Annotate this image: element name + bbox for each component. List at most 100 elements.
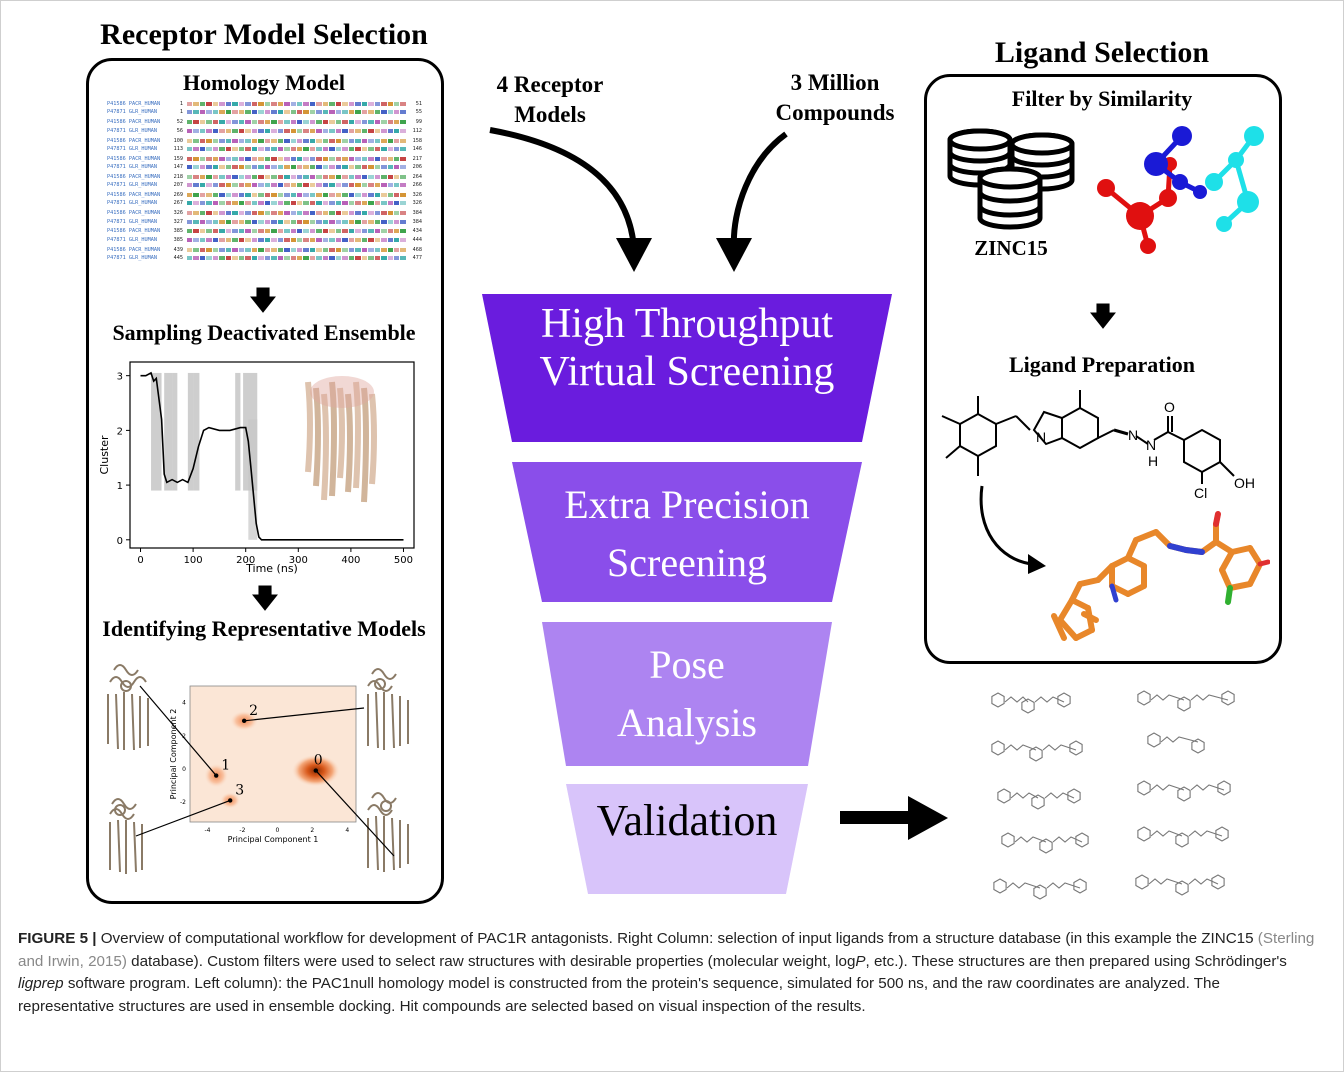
alignment-start: 113 xyxy=(173,145,183,152)
alignment-start: 218 xyxy=(173,173,183,180)
funnel-stage-validation xyxy=(566,784,808,894)
alignment-residues xyxy=(187,174,406,179)
ball-stick-molecule xyxy=(1144,126,1207,199)
ring xyxy=(1067,788,1081,804)
alignment-end: 384 xyxy=(412,218,422,225)
alignment-seq-id: P41586 PACR_HUMAN xyxy=(107,246,161,253)
alignment-residues xyxy=(187,110,406,115)
funnel-stage-pose xyxy=(542,622,832,766)
alignment-end: 384 xyxy=(412,210,422,217)
alignment-seq-id: P41586 PACR_HUMAN xyxy=(107,155,161,162)
x-tick-label: 500 xyxy=(394,555,413,566)
ring xyxy=(1033,884,1047,900)
molecule-atom xyxy=(1159,189,1177,207)
ring xyxy=(1137,780,1151,796)
cluster-variance-band xyxy=(172,372,178,491)
alignment-residues xyxy=(187,138,406,143)
hit-compound xyxy=(991,692,1071,714)
down-arrow-ligand: 🡇 xyxy=(1089,302,1117,332)
cluster-center-point xyxy=(227,798,233,803)
xp-line1: Extra Precision xyxy=(564,482,810,527)
stick-bond xyxy=(1051,613,1067,641)
receptor-arrow-head xyxy=(616,238,652,272)
y-tick-label: 3 xyxy=(117,372,123,383)
cluster-line xyxy=(140,371,404,541)
chain xyxy=(1190,784,1225,791)
y-tick-label: 2 xyxy=(117,426,123,437)
molecule-atom xyxy=(1228,152,1244,168)
ring xyxy=(993,878,1007,894)
alignment-end: 158 xyxy=(412,137,422,144)
hit-compound xyxy=(1137,780,1231,802)
ring xyxy=(1069,740,1083,756)
pca-y-tick-label: -2 xyxy=(180,799,186,806)
protein-cartoon xyxy=(305,376,377,503)
cluster-center-point xyxy=(313,768,319,773)
alignment-residues xyxy=(187,156,406,161)
y-tick-label: 0 xyxy=(117,536,123,547)
ring xyxy=(1021,698,1035,714)
structure-connector xyxy=(315,770,395,857)
chain xyxy=(1148,878,1183,885)
sampling-title: Sampling Deactivated Ensemble xyxy=(112,320,416,345)
alignment-start: 326 xyxy=(173,210,183,217)
oxygen-bond xyxy=(1213,511,1221,527)
alignment-start: 100 xyxy=(173,137,183,144)
alignment-start: 159 xyxy=(173,155,183,162)
hit-compound xyxy=(1137,826,1229,848)
pca-y-axis-label: Principal Component 2 xyxy=(169,709,178,800)
alignment-start: 1 xyxy=(179,109,183,116)
ring xyxy=(1137,690,1151,706)
atom-o: O xyxy=(1164,399,1175,415)
hit-compound xyxy=(991,740,1083,762)
molecule-atom xyxy=(1126,202,1154,230)
stick-bond xyxy=(1229,545,1253,555)
alignment-end: 112 xyxy=(412,127,422,134)
alignment-residues xyxy=(187,219,406,224)
chain xyxy=(1046,882,1081,889)
chain xyxy=(1004,744,1037,751)
caption-text-1: Overview of computational workflow for d… xyxy=(96,930,1258,947)
stick-bond xyxy=(1057,597,1075,623)
ligand-prep-title: Ligand Preparation xyxy=(1008,352,1195,377)
molecule-atom xyxy=(1205,173,1223,191)
pca-x-tick-label: 2 xyxy=(310,827,314,834)
down-arrow-2: 🡇 xyxy=(251,584,279,614)
alignment-seq-id: P41586 PACR_HUMAN xyxy=(107,137,161,144)
alignment-start: 385 xyxy=(173,228,183,235)
hts-label: High Throughput Virtual Screening xyxy=(482,300,892,397)
receptor-arrow-curve xyxy=(489,127,637,249)
hit-compound xyxy=(1135,874,1225,896)
alignment-residues xyxy=(187,201,406,206)
alignment-start: 445 xyxy=(173,254,183,261)
ring xyxy=(1215,826,1229,842)
alignment-seq-id: P41586 PACR_HUMAN xyxy=(107,101,161,108)
x-axis-label: Time (ns) xyxy=(245,562,298,575)
stick-bond xyxy=(1227,581,1253,591)
atom-cl: Cl xyxy=(1194,485,1207,501)
atom-n1: N xyxy=(1036,429,1046,445)
stick-bond xyxy=(1153,529,1173,549)
stick-bond xyxy=(1077,577,1101,587)
cluster-variance-band xyxy=(164,372,173,491)
molecule-atom xyxy=(1144,152,1168,176)
ligand-selection-title: Ligand Selection xyxy=(994,36,1210,69)
receptor-models-label: 4 Receptor Models xyxy=(470,70,630,130)
prep-arrow-head xyxy=(1028,554,1046,574)
stick-bond xyxy=(1219,567,1233,591)
ring xyxy=(1137,826,1151,842)
alignment-seq-id: P47871 GLR_HUMAN xyxy=(107,127,157,134)
